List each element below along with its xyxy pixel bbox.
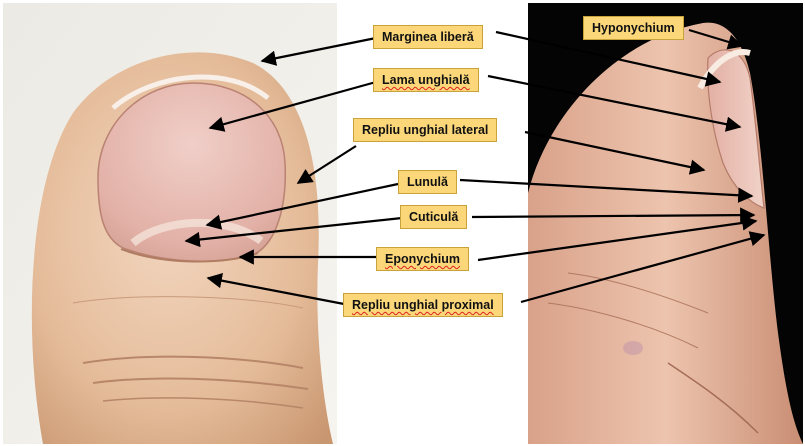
label-repliu-proximal: Repliu unghial proximal [343,293,503,317]
label-hyponychium-text: Hyponychium [592,21,675,35]
label-repliu-proximal-text: Repliu unghial proximal [352,298,494,312]
label-marginea-libera-text: Marginea liberă [382,30,474,44]
label-lunula: Lunulă [398,170,457,194]
label-eponychium: Eponychium [376,247,469,271]
label-repliu-lateral-text: Repliu unghial lateral [362,123,488,137]
label-cuticula: Cuticulă [400,205,467,229]
label-marginea-libera: Marginea liberă [373,25,483,49]
label-hyponychium: Hyponychium [583,16,684,40]
right-thumb-photo [528,3,803,444]
label-cuticula-text: Cuticulă [409,210,458,224]
label-lama-unghiala: Lama unghială [373,68,479,92]
label-repliu-lateral: Repliu unghial lateral [353,118,497,142]
left-thumb-illustration [3,3,337,444]
label-eponychium-text: Eponychium [385,252,460,266]
left-thumb-photo [3,3,337,444]
label-lunula-text: Lunulă [407,175,448,189]
label-lama-unghiala-text: Lama unghială [382,73,470,87]
right-thumb-illustration [528,3,803,444]
